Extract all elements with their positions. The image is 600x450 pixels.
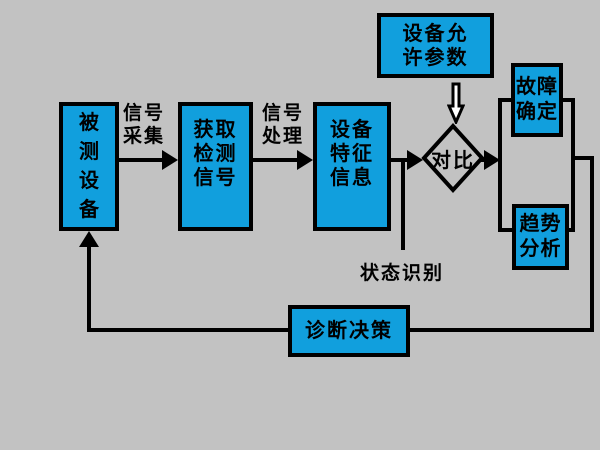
node-acquire-detection-signal: 获取 检测 信号 [178,102,253,231]
label-state-recognition: 状态识别 [359,263,444,284]
node-diagnosis-decision-label: 诊断决策 [305,320,393,342]
node-compare-label: 对比 [431,149,475,172]
node-allowed-parameters: 设备允 许参数 [377,13,494,78]
node-trend-analysis-label: 趋势 分析 [519,213,562,260]
edge-acquire-to-feature-arrowhead-icon [297,150,313,170]
hollow-down-arrow-icon [447,82,465,124]
bracket-right-vertical [571,98,575,232]
bracket-right-stub-bottom [569,228,575,232]
bracket-left-stub-bottom [498,228,512,232]
edge-dut-to-acquire-arrowhead-icon [162,150,178,170]
node-device-feature-info: 设备 特征 信息 [313,102,391,231]
node-device-under-test-label: 被 测 设 备 [79,111,99,221]
edge-compare-to-results [480,158,486,162]
edge-feature-to-compare [391,158,409,162]
bracket-right-stub-top [563,98,575,102]
label-signal-acquisition: 信号 采集 [122,103,165,147]
node-fault-determination-label: 故障 确定 [516,76,558,123]
feedback-arrowhead-up-icon [79,231,99,247]
node-device-feature-info-label: 设备 特征 信息 [330,118,374,189]
feedback-segment-to-diagnosis [410,328,594,332]
feedback-segment-from-diagnosis [87,328,288,332]
node-diagnosis-decision: 诊断决策 [288,305,410,357]
node-fault-determination: 故障 确定 [511,63,563,137]
bracket-left-stub-top [498,98,511,102]
bracket-left-vertical [498,98,502,232]
node-allowed-parameters-label: 设备允 许参数 [402,22,469,69]
node-device-under-test: 被 测 设 备 [59,102,119,231]
edge-dut-to-acquire [119,158,163,162]
edge-acquire-to-feature [253,158,299,162]
node-compare: 对比 [421,123,485,193]
edge-branch-state-recognition [401,160,405,250]
node-acquire-detection-signal-label: 获取 检测 信号 [193,118,238,189]
feedback-segment-right-vertical [590,156,594,332]
edge-compare-to-results-arrowhead-icon [484,150,500,170]
node-trend-analysis: 趋势 分析 [512,204,569,270]
compare-diamond-shape [421,123,485,193]
feedback-segment-right-stub [571,156,592,160]
feedback-segment-left-vertical [87,246,91,332]
edge-feature-to-compare-arrowhead-icon [407,150,423,170]
label-signal-processing: 信号 处理 [261,103,304,147]
